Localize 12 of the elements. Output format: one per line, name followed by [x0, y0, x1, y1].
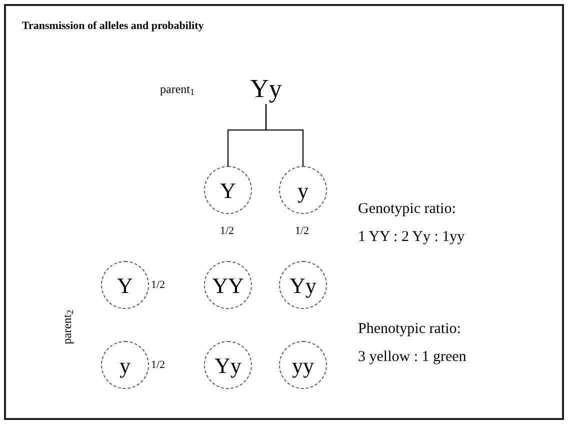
probability-label: 1/2 [220, 226, 234, 237]
bracket-line [265, 104, 304, 166]
title: Transmission of alleles and probability [22, 19, 204, 34]
ratio-heading: Phenotypic ratio: [358, 320, 461, 339]
probability-label: 1/2 [151, 360, 166, 371]
parent-label: parent$_{1}$ [160, 81, 194, 98]
probability-label: 1/2 [295, 226, 310, 237]
genotype-text: Yy [240, 72, 292, 104]
ratio-text: 1 YY : 2 Yy : 1yy [358, 228, 465, 247]
probability-label: 1/2 [151, 280, 166, 291]
ratio-heading: Genotypic ratio: [358, 200, 456, 219]
ratio-text: 3 yellow : 1 green [358, 348, 466, 367]
